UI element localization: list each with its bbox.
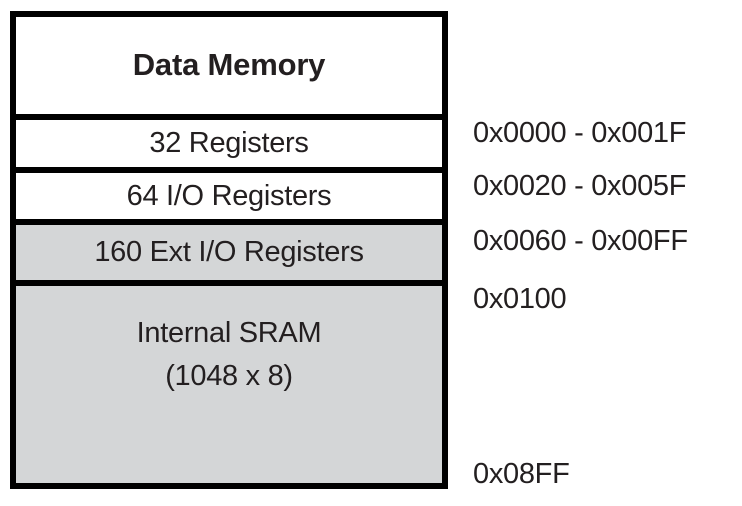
memory-block-io-registers-64: 64 I/O Registers xyxy=(16,167,442,219)
address-end-internal-sram: 0x08FF xyxy=(473,458,570,490)
memory-block-label-ext-io-registers-160: 160 Ext I/O Registers xyxy=(94,236,364,269)
address-start-internal-sram: 0x0100 xyxy=(473,283,567,315)
address-range-ext-io-registers-160: 0x0060 - 0x00FF xyxy=(473,225,688,257)
memory-block-label-internal-sram: Internal SRAM xyxy=(136,317,322,349)
data-memory-map: Data Memory 32 Registers 64 I/O Register… xyxy=(10,11,448,489)
address-range-io-registers-64: 0x0020 - 0x005F xyxy=(473,170,687,202)
memory-block-label-io-registers-64: 64 I/O Registers xyxy=(126,179,332,212)
memory-block-label-registers-32: 32 Registers xyxy=(149,127,309,160)
memory-block-header: Data Memory xyxy=(16,17,442,114)
memory-block-sublabel-internal-sram: (1048 x 8) xyxy=(165,359,293,392)
memory-block-internal-sram: Internal SRAM (1048 x 8) xyxy=(16,280,442,483)
page-title: Data Memory xyxy=(132,47,326,83)
memory-block-registers-32: 32 Registers xyxy=(16,114,442,167)
internal-sram-text-group: Internal SRAM (1048 x 8) xyxy=(137,316,322,394)
memory-block-ext-io-registers-160: 160 Ext I/O Registers xyxy=(16,219,442,280)
address-range-registers-32: 0x0000 - 0x001F xyxy=(473,117,687,149)
